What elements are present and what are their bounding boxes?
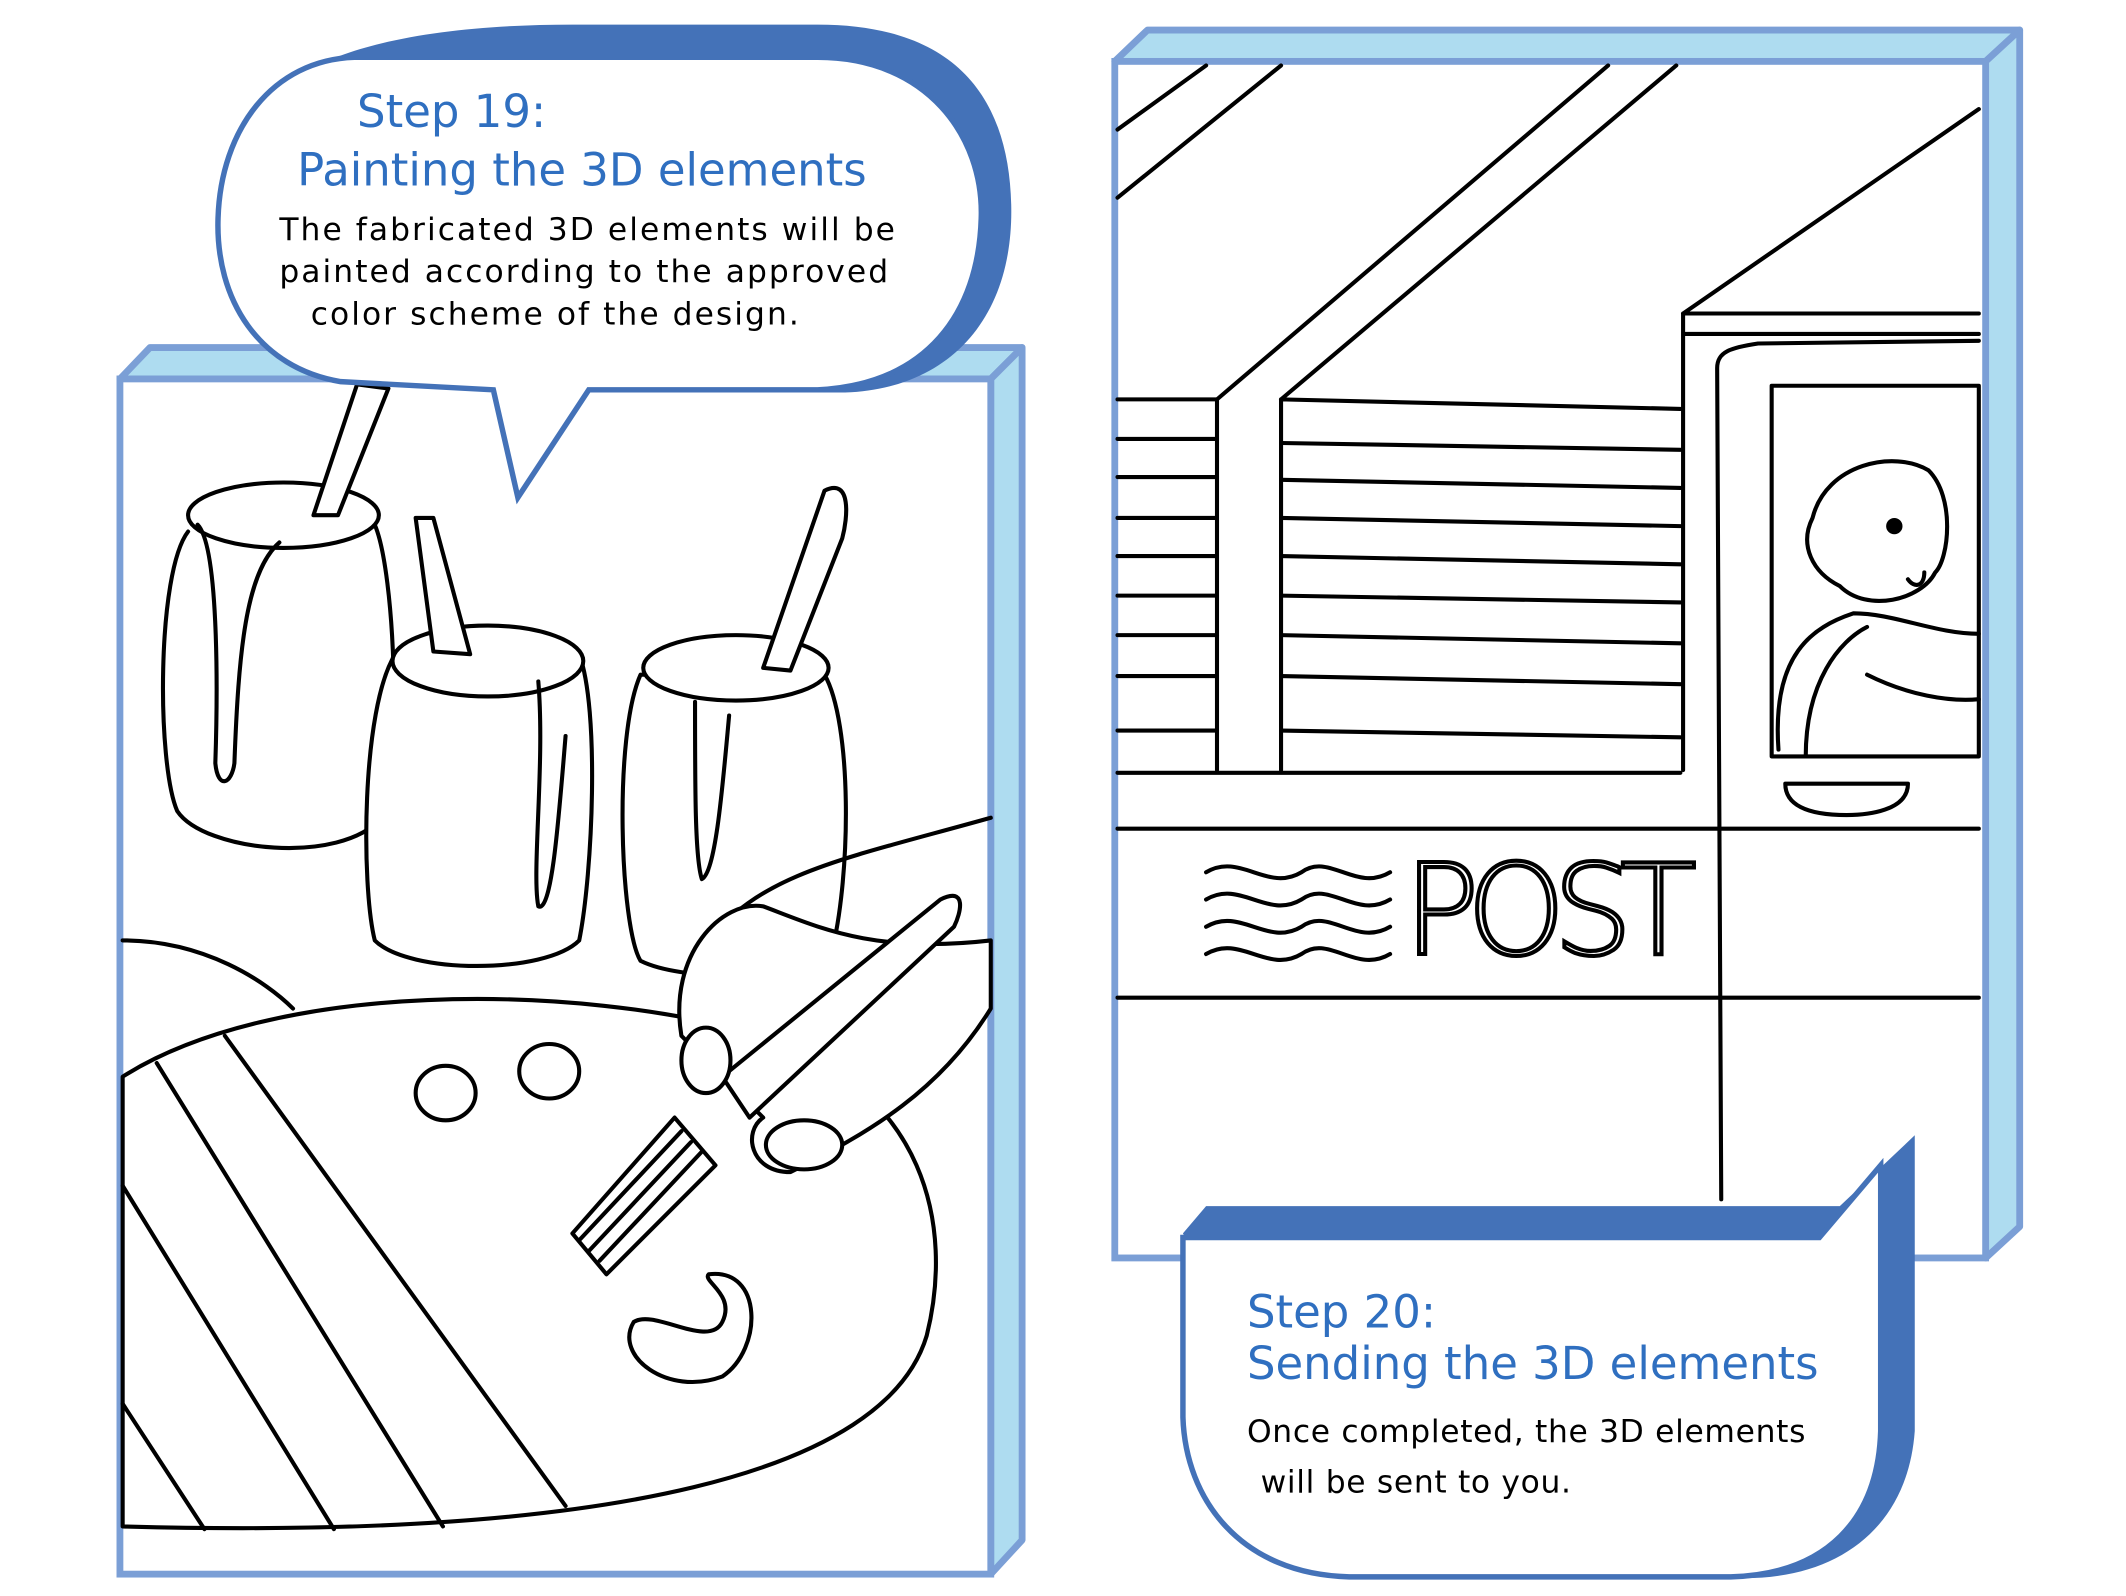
step-19-title: Painting the 3D elements — [297, 143, 867, 196]
post-sign: POST — [1404, 838, 1697, 984]
panel-painting — [116, 344, 1026, 1578]
step-20-label: Step 20: — [1247, 1285, 1436, 1338]
speech-bubble-step-20: Step 20: Sending the 3D elements Once co… — [1180, 1135, 1915, 1580]
post-truck-illustration: POST — [1115, 63, 1981, 1202]
step-20-title: Sending the 3D elements — [1247, 1337, 1819, 1390]
step-19-description-line-2: painted according to the approved — [279, 254, 890, 290]
step-20-description-line-2: will be sent to you. — [1261, 1464, 1572, 1500]
panel-sending: POST — [1111, 26, 2024, 1262]
speech-bubble-step-19: Step 19: Painting the 3D elements The fa… — [215, 24, 1012, 505]
step-20-description-line-1: Once completed, the 3D elements — [1247, 1414, 1806, 1450]
step-19-description-line-1: The fabricated 3D elements will be — [278, 212, 897, 248]
paint-jars-illustration — [120, 382, 993, 1532]
step-19-description-line-3: color scheme of the design. — [311, 296, 801, 332]
step-19-label: Step 19: — [357, 85, 546, 138]
